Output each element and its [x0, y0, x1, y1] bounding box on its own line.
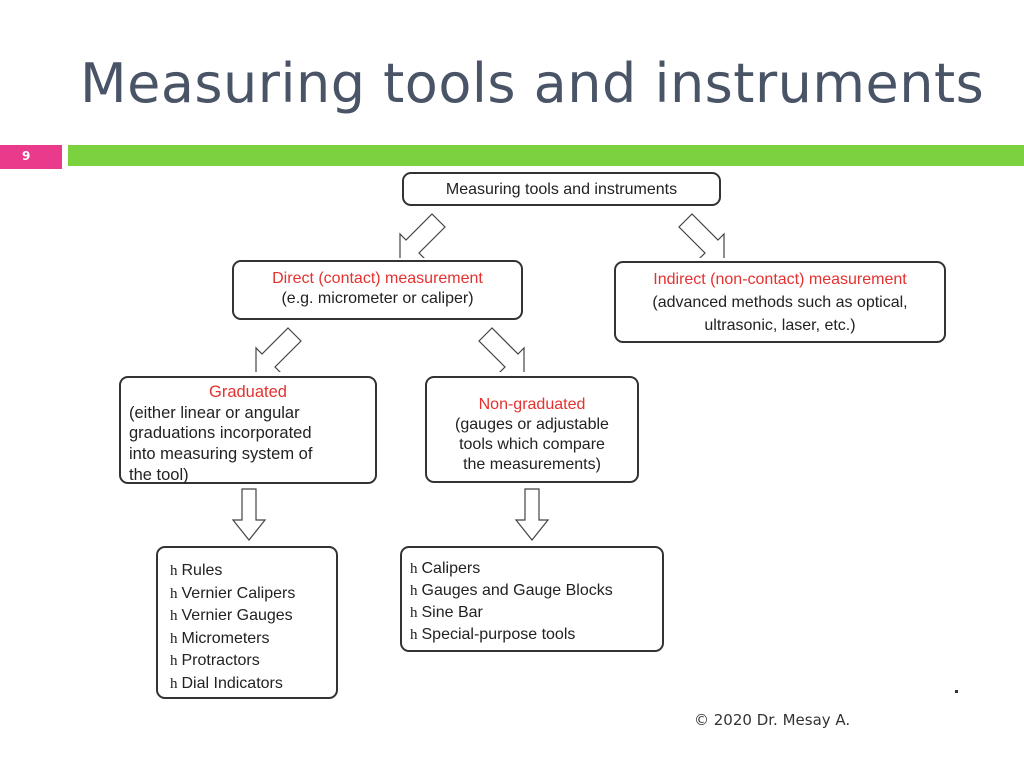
graduated-title: Graduated [209, 383, 287, 401]
bullet-icon: h [170, 608, 178, 624]
direct-desc: (e.g. micrometer or caliper) [281, 290, 474, 307]
slide-title: Measuring tools and instruments [80, 52, 985, 115]
bullet-icon: h [170, 563, 178, 579]
diagram: Measuring tools and instruments Direct (… [103, 166, 959, 699]
bullet-icon: h [410, 561, 418, 577]
graduated-line-4: the tool) [129, 465, 189, 484]
bullet-icon: h [170, 675, 178, 692]
direct-title: Direct (contact) measurement [272, 270, 483, 287]
graduated-node: Graduated (either linear or angular grad… [119, 376, 377, 484]
non-graduated-line-1: (gauges or adjustable [455, 416, 609, 433]
arrow-down-left-icon [399, 213, 446, 258]
bullet-icon: h [170, 585, 178, 602]
bullet-icon: h [170, 653, 178, 669]
non-graduated-title: Non-graduated [478, 396, 586, 413]
indirect-desc-1: (advanced methods such as optical, [652, 294, 908, 311]
graduated-line-3: into measuring system of [129, 444, 313, 463]
direct-measurement-node: Direct (contact) measurement (e.g. micro… [232, 260, 523, 320]
graduated-line-2: graduations incorporated [129, 424, 312, 443]
indirect-measurement-node: Indirect (non-contact) measurement (adva… [614, 261, 946, 343]
indirect-desc-2: ultrasonic, laser, etc.) [704, 317, 856, 334]
decorative-dot [955, 690, 958, 693]
root-label: Measuring tools and instruments [445, 181, 678, 198]
indirect-title: Indirect (non-contact) measurement [653, 271, 907, 288]
arrow-down-left-icon [255, 327, 302, 372]
slide-number-badge [0, 145, 62, 169]
slide-number: 9 [22, 149, 31, 163]
bullet-icon: h [410, 605, 418, 621]
graduated-line-1: (either linear or angular [129, 403, 300, 422]
root-node: Measuring tools and instruments [402, 172, 721, 206]
arrow-down-right-icon [478, 327, 525, 372]
accent-bar [68, 145, 1024, 166]
arrow-down-icon [514, 488, 550, 541]
bullet-icon: h [410, 627, 418, 643]
copyright: © 2020 Dr. Mesay A. [694, 711, 851, 729]
bullet-icon: h [410, 583, 418, 599]
non-graduated-line-3: the measurements) [463, 456, 601, 473]
arrow-down-icon [231, 488, 267, 541]
non-graduated-node: Non-graduated (gauges or adjustable tool… [425, 376, 639, 483]
arrow-down-right-icon [678, 213, 725, 258]
non-graduated-line-2: tools which compare [459, 436, 605, 453]
bullet-icon: h [170, 630, 178, 647]
